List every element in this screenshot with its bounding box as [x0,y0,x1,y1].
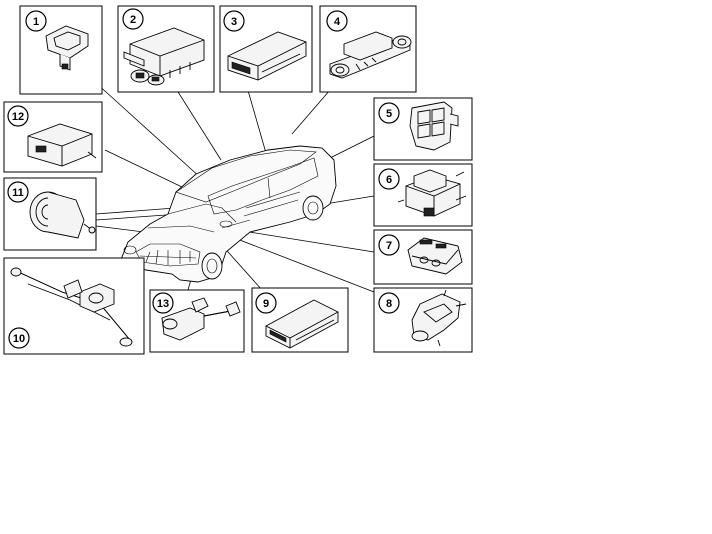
component-box-5: 5 [373,97,473,161]
pump-actuator-icon [411,289,467,347]
callout-number-1: 1 [33,16,39,28]
component-box-1: 1 [19,5,103,95]
callout-number-10: 10 [13,333,25,345]
control-box-icon [27,123,97,167]
callout-number-8: 8 [386,298,392,310]
component-box-9: 9 [251,287,349,353]
wiper-linkage-icon [10,267,133,347]
component-box-6: 6 [373,163,473,227]
sensor-module-icon [45,25,89,71]
callout-circle-11 [7,181,29,203]
callout-circle-6 [378,168,400,190]
switch-panel-icon [409,101,459,151]
siren-horn-icon [29,191,96,239]
callout-number-7: 7 [386,240,392,252]
component-box-11: 11 [3,177,97,251]
callout-number-9: 9 [263,298,269,310]
callout-number-3: 3 [231,16,237,28]
component-box-3: 3 [219,5,313,93]
callout-circle-3 [223,10,245,32]
callout-number-2: 2 [130,14,136,26]
callout-number-13: 13 [157,298,169,310]
component-box-12: 12 [3,101,103,173]
car-illustration [119,145,337,283]
component-box-2: 2 [117,5,215,93]
component-box-8: 8 [373,287,473,353]
callout-circle-12 [7,105,29,127]
callout-circle-9 [255,292,277,314]
electronic-module-icon [265,299,339,349]
component-box-10: 10 [3,257,145,355]
bracket-module-icon [329,31,412,79]
callout-number-12: 12 [12,111,24,123]
component-box-7: 7 [373,229,473,285]
relay-block-icon [397,169,467,217]
control-module-icon [227,31,307,81]
callout-number-11: 11 [12,187,24,199]
component-box-4: 4 [319,5,417,93]
callout-circle-8 [378,292,400,314]
callout-number-4: 4 [334,16,341,28]
callout-circle-10 [8,327,30,349]
battery-terminal-icon [161,297,241,341]
callout-number-6: 6 [386,174,392,186]
callout-circle-7 [378,234,400,256]
switch-module-icon [407,237,463,275]
callout-number-5: 5 [386,108,392,120]
callout-circle-4 [326,10,348,32]
callout-circle-13 [152,292,174,314]
component-box-13: 13 [149,289,245,353]
callout-circle-5 [378,102,400,124]
control-unit-with-connectors-icon [123,27,205,86]
callout-circle-1 [25,10,47,32]
callout-circle-2 [122,8,144,30]
